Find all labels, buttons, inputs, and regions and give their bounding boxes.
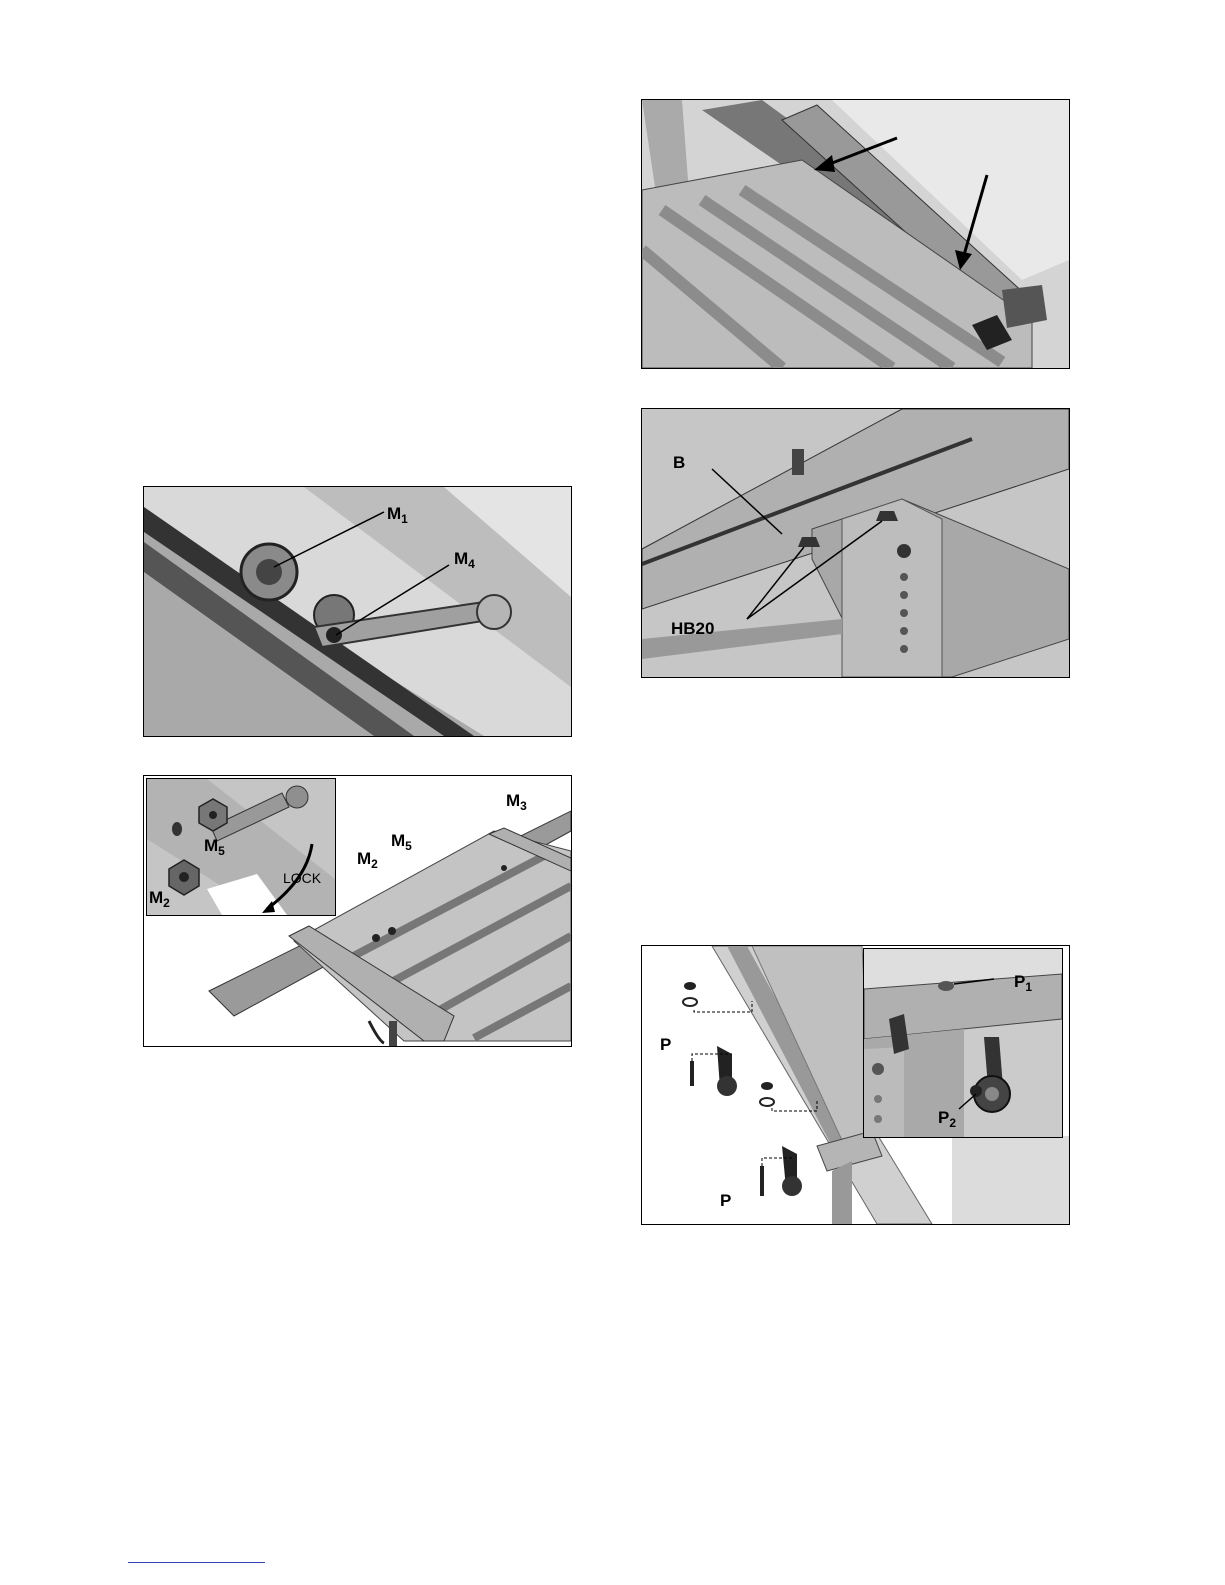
figure-m2-m3-m5: M5 M2 LOCK M2 M5 M3	[143, 775, 572, 1047]
label-m4: M4	[454, 550, 475, 570]
inset-label-p1: P1	[1014, 973, 1032, 993]
figure-m1-m4: M1 M4	[143, 486, 572, 737]
figure-p: P1 P2 P P	[641, 945, 1070, 1225]
figure-m1-m4-photo	[144, 487, 571, 736]
label-hb20: HB20	[671, 620, 714, 637]
label-m5: M5	[391, 832, 412, 852]
inset-lock-photo	[147, 779, 335, 915]
inset-label-m2: M2	[149, 889, 170, 909]
label-m3: M3	[506, 792, 527, 812]
label-m2: M2	[357, 850, 378, 870]
figure-b-hb20: B HB20	[641, 408, 1070, 678]
label-p-bottom: P	[720, 1192, 731, 1209]
label-m1: M1	[387, 505, 408, 525]
inset-label-lock: LOCK	[283, 871, 321, 885]
figure-arrows	[641, 99, 1070, 369]
inset-lock-detail: M5 M2 LOCK	[146, 778, 336, 916]
inset-label-m5: M5	[204, 837, 225, 857]
label-p-top: P	[660, 1036, 671, 1053]
inset-label-p2: P2	[938, 1109, 956, 1129]
inset-p-detail: P1 P2	[863, 948, 1063, 1138]
footer-link-underline	[128, 1562, 265, 1563]
figure-arrows-photo	[642, 100, 1069, 368]
label-b: B	[673, 454, 685, 471]
inset-p-photo	[864, 949, 1062, 1137]
